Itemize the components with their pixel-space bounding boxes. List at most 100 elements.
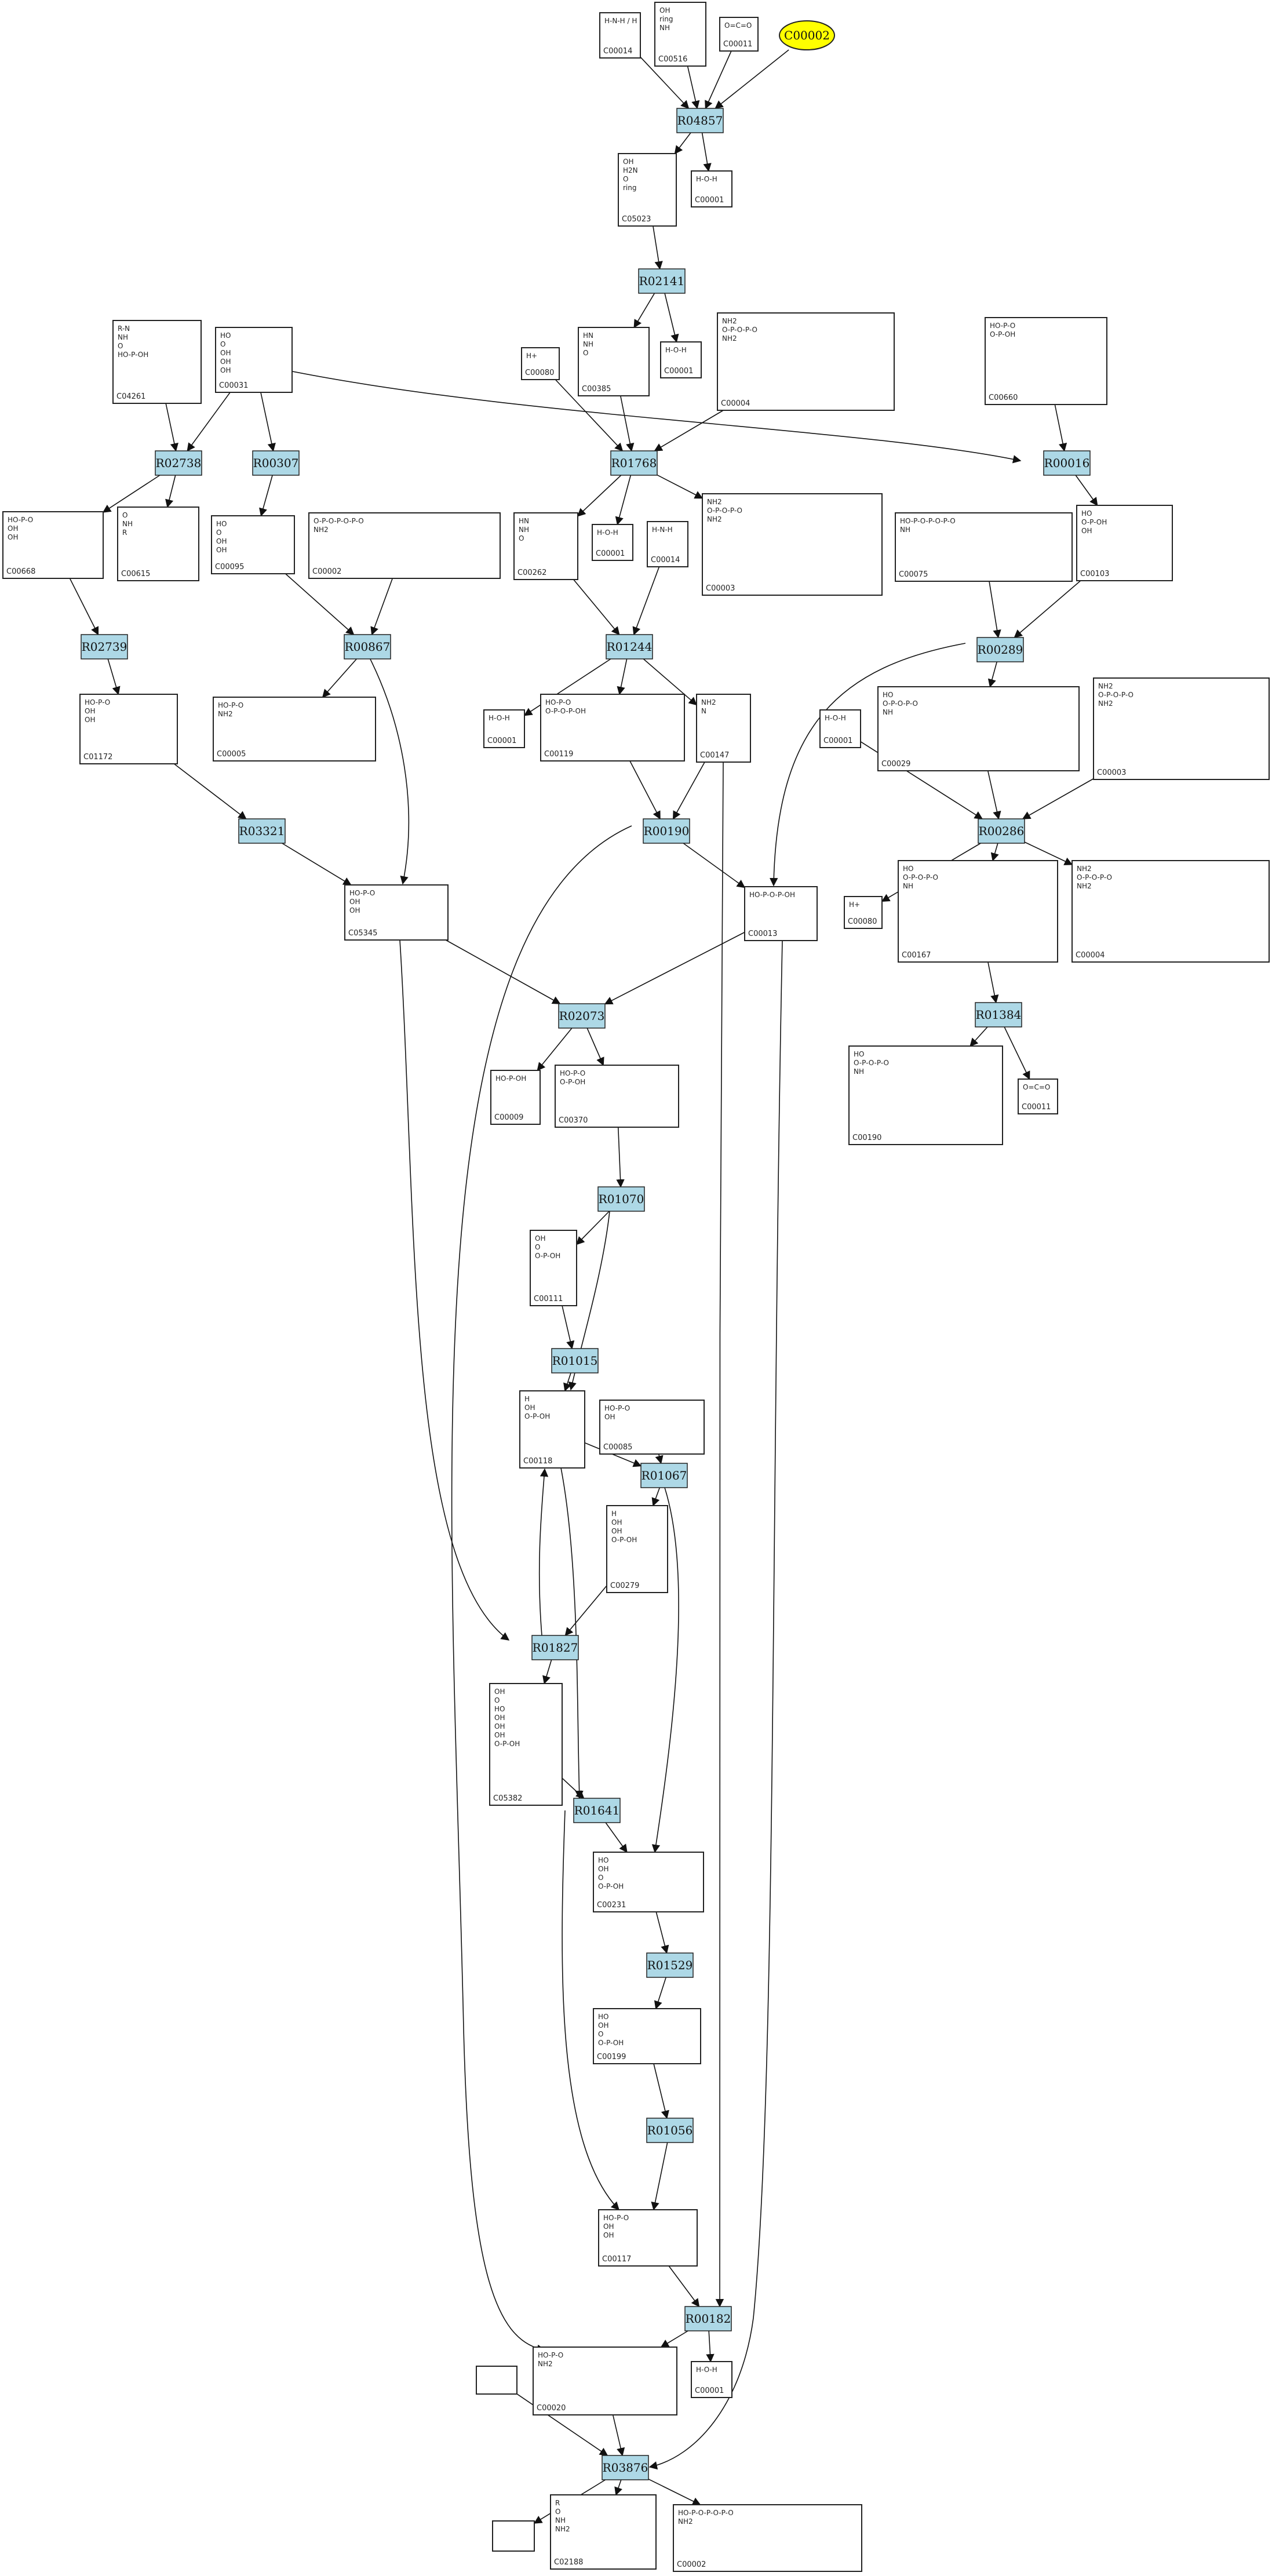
reaction-r00307[interactable]: R00307 (252, 450, 300, 476)
reaction-r01768[interactable]: R01768 (610, 450, 658, 476)
reaction-r00182[interactable]: R00182 (684, 2306, 732, 2331)
reaction-label: R00289 (978, 643, 1023, 657)
edge-R00182-to-C00001_f (706, 2330, 715, 2363)
reaction-r00016[interactable]: R00016 (1043, 450, 1091, 476)
reaction-r01015[interactable]: R01015 (551, 1348, 599, 1373)
edge-R00016-to-C00103 (1075, 475, 1098, 507)
reaction-r01244[interactable]: R01244 (606, 634, 653, 660)
structure-fragment: OH (623, 158, 633, 166)
compound-label: C05345 (348, 929, 377, 938)
structure-fragment: O-P-O-P-O (883, 699, 918, 708)
reaction-r03321[interactable]: R03321 (238, 818, 286, 844)
compound-box (660, 341, 702, 378)
edge-C00031-to-R02738 (187, 392, 231, 452)
compound-c00002-hl[interactable]: C00002 (779, 20, 835, 50)
reaction-r01067[interactable]: R01067 (640, 1463, 688, 1488)
edge-C04261-to-R02738 (165, 403, 178, 452)
reaction-r02738[interactable]: R02738 (155, 450, 202, 476)
reaction-r01056[interactable]: R01056 (646, 2118, 694, 2143)
compound-label: C00660 (989, 393, 1018, 402)
structure-fragment: HO-P-O (560, 1069, 585, 1077)
compound-label: C00013 (748, 930, 777, 938)
reaction-r03876[interactable]: R03876 (602, 2455, 649, 2480)
compound-box (673, 2504, 862, 2572)
reaction-r01529[interactable]: R01529 (646, 1952, 694, 1978)
edge-R01641-to-C00231 (605, 1822, 628, 1853)
compound-c00080-a[interactable]: H+C00080 (521, 347, 560, 380)
reaction-r00289[interactable]: R00289 (976, 637, 1024, 662)
reaction-r02739[interactable]: R02739 (81, 634, 128, 660)
compound-blank-b[interactable] (492, 2520, 535, 2552)
reaction-r02073[interactable]: R02073 (558, 1003, 606, 1029)
reaction-r04857[interactable]: R04857 (676, 108, 724, 133)
edge-C00147-to-R00190 (672, 761, 705, 820)
reaction-label: R00016 (1044, 456, 1090, 470)
reaction-r00867[interactable]: R00867 (344, 634, 391, 660)
reaction-r01384[interactable]: R01384 (975, 1002, 1022, 1028)
structure-fragment: NH2 (1098, 682, 1113, 690)
reaction-label: R00182 (686, 2312, 731, 2326)
compound-c00080-b[interactable]: H+C00080 (844, 896, 883, 929)
structure-fragment: HO-P-OH (118, 351, 148, 359)
compound-blank-a[interactable] (476, 2366, 517, 2395)
structure-fragment: O-P-OH (1081, 518, 1107, 526)
reaction-r01070[interactable]: R01070 (597, 1186, 645, 1212)
reaction-r01641[interactable]: R01641 (573, 1798, 621, 1823)
structure-fragment: H-O-H (825, 714, 846, 722)
structure-fragment: NH (659, 24, 670, 32)
reaction-r00286[interactable]: R00286 (978, 818, 1025, 844)
reaction-r00190[interactable]: R00190 (643, 818, 690, 844)
reaction-r01827[interactable]: R01827 (531, 1635, 579, 1660)
reaction-r02141[interactable]: R02141 (638, 268, 686, 294)
